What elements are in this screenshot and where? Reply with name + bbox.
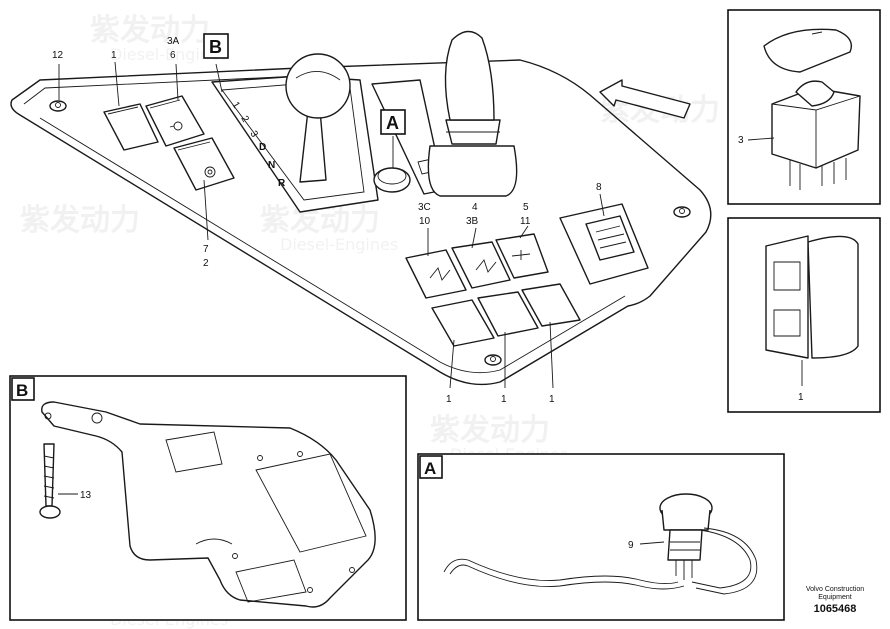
frame-B: B 13 xyxy=(9,375,407,621)
detail-box-plug-1: 1 xyxy=(727,217,881,413)
svg-text:紫发动力: 紫发动力 xyxy=(20,203,140,238)
switch-10 xyxy=(405,249,467,299)
marker-B: B xyxy=(203,33,229,59)
callout-3-right: 3 xyxy=(738,135,744,146)
screw-right xyxy=(673,206,691,218)
callout-3A: 3A xyxy=(167,36,180,47)
callout-13: 13 xyxy=(80,490,92,501)
gear-lever xyxy=(285,53,351,183)
svg-text:A: A xyxy=(424,459,436,478)
svg-text:3: 3 xyxy=(247,129,260,140)
svg-text:D: D xyxy=(259,142,266,153)
callout-8: 8 xyxy=(596,182,602,193)
screw-bottom xyxy=(484,354,502,366)
blank-plug-1-a xyxy=(431,299,495,347)
marker-A: A xyxy=(380,109,406,135)
frame-A: A 9 xyxy=(417,453,785,621)
svg-text:1: 1 xyxy=(229,100,242,111)
blank-plug-1-c xyxy=(521,283,581,327)
blank-plug-1-b xyxy=(477,291,539,337)
callout-4: 4 xyxy=(472,202,478,213)
svg-text:Diesel-Engines: Diesel-Engines xyxy=(280,235,398,254)
footer-brand: Volvo Construction Equipment xyxy=(790,586,880,602)
switch-8 xyxy=(559,203,649,285)
callout-12: 12 xyxy=(52,50,64,61)
footer-number: 1065468 xyxy=(813,603,857,615)
callout-9: 9 xyxy=(628,540,634,551)
svg-text:R: R xyxy=(278,178,286,189)
detail-box-switch-3: 3 xyxy=(727,9,881,205)
switch-3B xyxy=(451,241,511,289)
joystick xyxy=(427,30,518,197)
callout-5: 5 xyxy=(523,202,529,213)
callout-1c: 1 xyxy=(549,394,555,405)
switch-7 xyxy=(173,137,235,191)
svg-text:A: A xyxy=(386,113,399,133)
console-panel xyxy=(10,59,712,386)
blank-plug-1-top xyxy=(103,103,159,151)
switch-6 xyxy=(145,95,205,147)
svg-text:N: N xyxy=(268,160,275,171)
footer-brand-line2: Equipment xyxy=(818,594,852,601)
svg-text:B: B xyxy=(16,381,28,400)
callout-3B: 3B xyxy=(466,216,479,227)
footer-brand-line1: Volvo Construction xyxy=(805,586,865,593)
screw-top-left xyxy=(49,100,67,112)
svg-text:紫发动力: 紫发动力 xyxy=(430,413,550,448)
leader-lines xyxy=(58,61,605,389)
callout-7: 7 xyxy=(203,244,209,255)
callout-2: 2 xyxy=(203,258,209,269)
push-button-9-in-panel xyxy=(373,167,411,193)
callout-6: 6 xyxy=(170,50,176,61)
callout-1a: 1 xyxy=(446,394,452,405)
callout-1-top: 1 xyxy=(111,50,117,61)
push-button-9 xyxy=(659,493,713,580)
svg-text:Diesel-Engines: Diesel-Engines xyxy=(110,45,228,64)
callout-11: 11 xyxy=(520,216,531,227)
callout-1-right: 1 xyxy=(798,392,804,403)
callout-1b: 1 xyxy=(501,394,507,405)
bolt-13 xyxy=(39,443,61,519)
callout-3C: 3C xyxy=(418,202,431,213)
direction-arrow xyxy=(599,79,691,119)
callout-10: 10 xyxy=(419,216,431,227)
svg-text:B: B xyxy=(209,37,222,57)
svg-text:紫发动力: 紫发动力 xyxy=(90,13,210,48)
svg-text:2: 2 xyxy=(238,114,251,125)
